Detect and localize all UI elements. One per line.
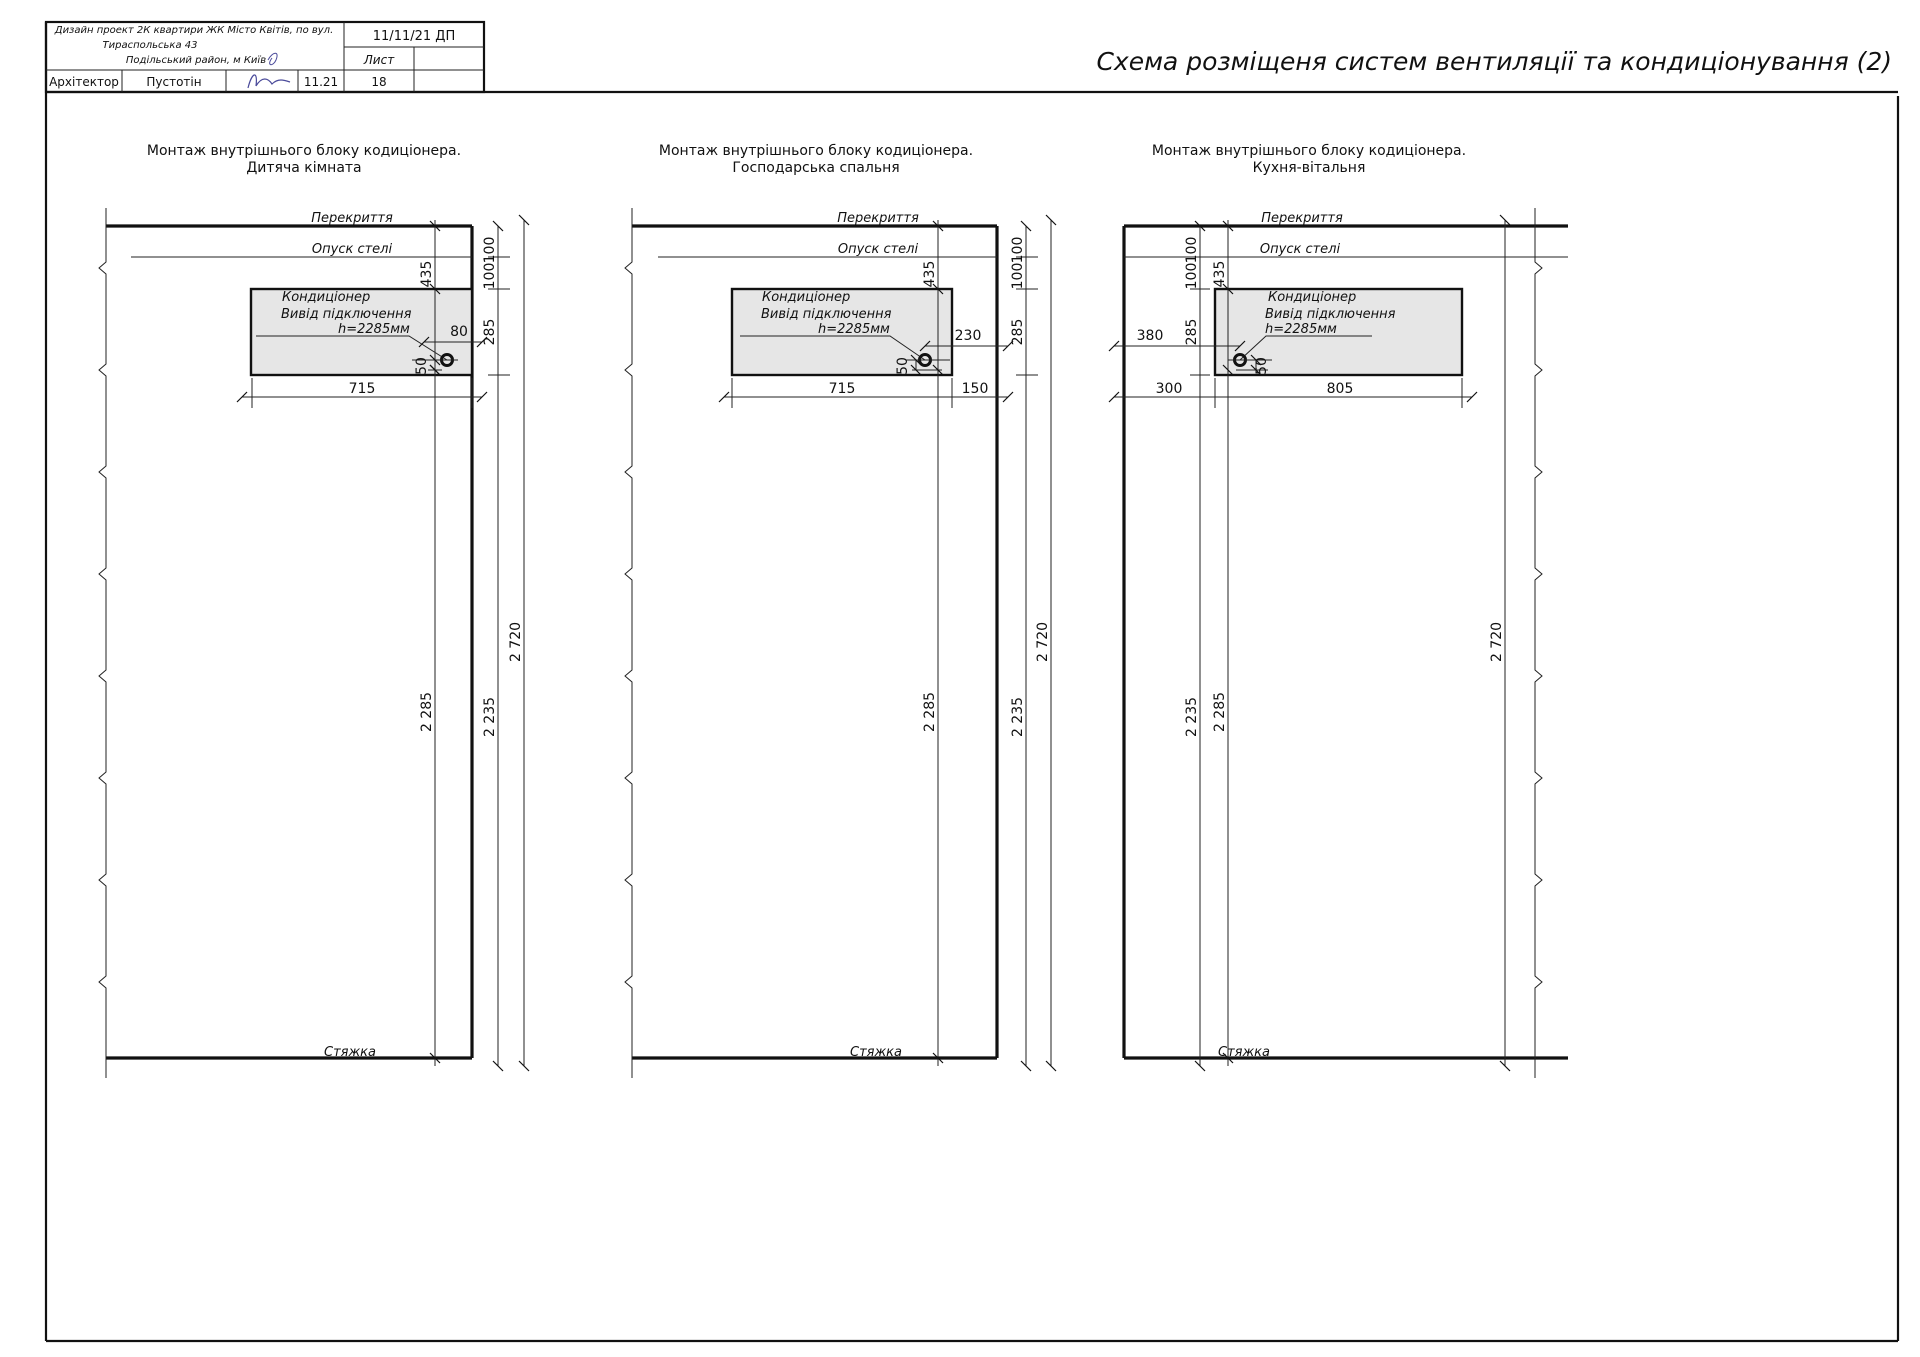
floor-label: Стяжка [1218, 1045, 1270, 1060]
dim-top: 435 [1212, 261, 1228, 288]
dim-2235: 2 235 [482, 697, 498, 737]
dim-side-h: 150 [962, 381, 989, 397]
drop-ceiling-label: Опуск стелі [1260, 242, 1341, 257]
view-2: Монтаж внутрішнього блоку кодиціонера. Г… [624, 143, 1057, 1078]
dim-width: 715 [349, 381, 376, 397]
ceiling-label: Перекриття [837, 211, 919, 226]
dim-side: 230 [955, 328, 982, 344]
dim-width: 715 [829, 381, 856, 397]
dim-small: 50 [1254, 357, 1270, 375]
dim-side-h: 300 [1156, 381, 1183, 397]
signature [247, 74, 291, 89]
sheet-label: Лист [363, 53, 395, 67]
unit-label-1: Кондиціонер [282, 290, 370, 305]
unit-label-2: Вивід підключення [281, 307, 412, 322]
drop-ceiling-label: Опуск стелі [838, 242, 919, 257]
dim-top: 435 [922, 261, 938, 288]
unit-label-2: Вивід підключення [1265, 307, 1396, 322]
dim-2285: 2 285 [419, 692, 435, 732]
dim-side: 380 [1137, 328, 1164, 344]
floor-label: Стяжка [850, 1045, 902, 1060]
dim-2720: 2 720 [508, 622, 524, 662]
view-1: Монтаж внутрішнього блоку кодиціонера. Д… [98, 143, 530, 1078]
unit-label-3: h=2285мм [1265, 322, 1337, 337]
break-line [98, 208, 107, 1078]
view-title-line2: Кухня-вітальня [1253, 160, 1366, 176]
dim-2720: 2 720 [1489, 622, 1505, 662]
dim-100b: 100 [482, 263, 498, 290]
title-block: Дизайн проект 2К квартири ЖК Місто Квіті… [44, 20, 486, 94]
unit-label-2: Вивід підключення [761, 307, 892, 322]
dim-2235: 2 235 [1010, 697, 1026, 737]
dim-100b: 100 [1010, 263, 1026, 290]
sheet-title: Схема розміщеня систем вентиляції та кон… [1096, 47, 1892, 76]
dim-2235: 2 235 [1184, 697, 1200, 737]
unit-label-1: Кондиціонер [1268, 290, 1356, 305]
leader-line [1239, 335, 1372, 361]
dim-2720: 2 720 [1035, 622, 1051, 662]
dim-100a: 100 [1010, 237, 1026, 264]
dim-285: 285 [1010, 319, 1026, 346]
leader-line [256, 335, 448, 361]
signature-mark [267, 52, 278, 66]
unit-label-3: h=2285мм [818, 322, 890, 337]
dim-top: 435 [419, 261, 435, 288]
view-title-line1: Монтаж внутрішнього блоку кодиціонера. [147, 143, 461, 159]
dim-100b: 100 [1184, 263, 1200, 290]
view-3: Монтаж внутрішнього блоку кодиціонера. К… [1108, 143, 1568, 1078]
floor-label: Стяжка [324, 1045, 376, 1060]
sheet-number: 18 [371, 75, 386, 89]
project-line-1: Дизайн проект 2К квартири ЖК Місто Квіті… [54, 24, 334, 36]
view-title-line2: Дитяча кімната [246, 160, 361, 176]
break-line [624, 208, 633, 1078]
unit-label-3: h=2285мм [338, 322, 410, 337]
drop-ceiling-label: Опуск стелі [312, 242, 393, 257]
view-title-line1: Монтаж внутрішнього блоку кодиціонера. [1152, 143, 1466, 159]
dim-small: 50 [895, 357, 911, 375]
unit-label-1: Кондиціонер [762, 290, 850, 305]
dim-100a: 100 [1184, 237, 1200, 264]
dim-2285: 2 285 [1212, 692, 1228, 732]
dim-285: 285 [482, 319, 498, 346]
dim-small: 50 [414, 357, 430, 375]
dim-2285: 2 285 [922, 692, 938, 732]
date-code: 11/11/21 ДП [373, 29, 455, 44]
date: 11.21 [304, 75, 338, 89]
ceiling-label: Перекриття [1261, 211, 1343, 226]
project-line-2: Тираспольська 43 [103, 40, 198, 51]
dim-width: 805 [1327, 381, 1354, 397]
person: Пустотін [146, 75, 201, 89]
project-line-3: Подільський район, м Київ [126, 54, 266, 66]
ceiling-label: Перекриття [311, 211, 393, 226]
leader-line [740, 335, 926, 361]
dim-100a: 100 [482, 237, 498, 264]
dim-285: 285 [1184, 319, 1200, 346]
view-title-line2: Господарська спальня [732, 160, 899, 176]
role: Архітектор [49, 75, 119, 89]
view-title-line1: Монтаж внутрішнього блоку кодиціонера. [659, 143, 973, 159]
break-line [1534, 208, 1543, 1078]
dim-side: 80 [450, 324, 468, 340]
